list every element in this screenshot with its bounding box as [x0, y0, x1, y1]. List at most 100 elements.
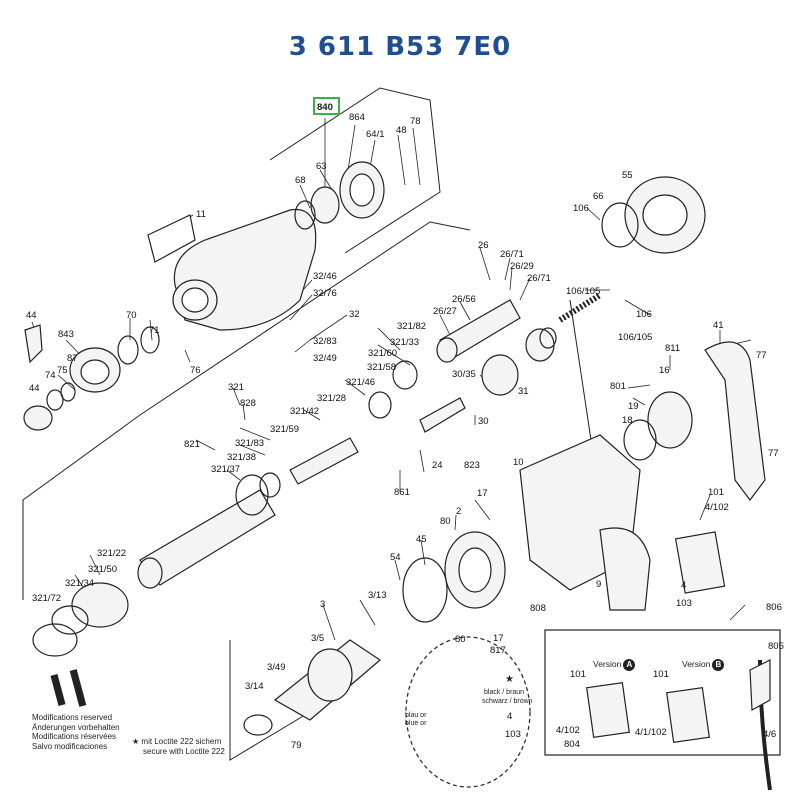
callout-3_14[interactable]: 3/14 [245, 681, 264, 692]
ring-321-37-part [235, 474, 269, 516]
callout-54[interactable]: 54 [390, 552, 401, 563]
callout-70[interactable]: 70 [126, 310, 137, 321]
callout-808[interactable]: 808 [530, 603, 546, 614]
callout-4_102b[interactable]: 4/102 [556, 725, 580, 736]
spring-106-part [558, 292, 602, 323]
callout-2[interactable]: 2 [456, 506, 462, 517]
callout-801[interactable]: 801 [610, 381, 626, 392]
callout-44b[interactable]: 44 [29, 383, 40, 394]
callout-828[interactable]: 828 [240, 398, 256, 409]
callout-17a[interactable]: 17 [477, 488, 488, 499]
callout-30[interactable]: 30 [478, 416, 489, 427]
callout-3_49[interactable]: 3/49 [267, 662, 286, 673]
callout-861[interactable]: 861 [394, 487, 410, 498]
callout-823[interactable]: 823 [464, 460, 480, 471]
callout-76[interactable]: 76 [190, 365, 201, 376]
callout-32_46[interactable]: 32/46 [313, 271, 337, 282]
callout-87[interactable]: 87 [67, 353, 78, 364]
callout-4_1_102[interactable]: 4/1/102 [635, 727, 667, 738]
callout-3_13[interactable]: 3/13 [368, 590, 387, 601]
callout-64_1[interactable]: 64/1 [366, 129, 385, 140]
callout-71[interactable]: 71 [149, 325, 160, 336]
callout-106_105a[interactable]: 106/105 [566, 286, 601, 297]
callout-321_34[interactable]: 321/34 [65, 578, 95, 589]
callout-321_59[interactable]: 321/59 [270, 424, 300, 435]
callout-843[interactable]: 843 [58, 329, 74, 340]
callout-10[interactable]: 10 [513, 457, 524, 468]
callout-103[interactable]: 103 [676, 598, 692, 609]
callout-45[interactable]: 45 [416, 534, 427, 545]
callout-3[interactable]: 3 [320, 599, 326, 610]
callout-63[interactable]: 63 [316, 161, 327, 172]
callout-3_5[interactable]: 3/5 [311, 633, 325, 644]
callout-4_6[interactable]: 4/6 [763, 729, 777, 740]
callout-26_71b[interactable]: 26/71 [527, 273, 551, 284]
callout-321_60[interactable]: 321/60 [368, 348, 398, 359]
callout-4[interactable]: 4 [681, 580, 687, 591]
callout-321_58[interactable]: 321/58 [367, 362, 397, 373]
tool-bit-part [50, 673, 66, 707]
callout-321[interactable]: 321 [228, 382, 244, 393]
callout-77b[interactable]: 77 [768, 448, 779, 459]
callout-26_71a[interactable]: 26/71 [500, 249, 524, 260]
callout-32[interactable]: 32 [349, 309, 360, 320]
callout-321_33[interactable]: 321/33 [390, 337, 420, 348]
callout-31[interactable]: 31 [518, 386, 529, 397]
callout-9[interactable]: 9 [596, 579, 602, 590]
callout-68[interactable]: 68 [295, 175, 306, 186]
callout-321_22[interactable]: 321/22 [97, 548, 127, 559]
callout-106_105b[interactable]: 106/105 [618, 332, 653, 343]
callout-106a[interactable]: 106 [573, 203, 589, 214]
callout-74[interactable]: 74 [45, 370, 56, 381]
callout-817[interactable]: 817 [490, 645, 506, 656]
callout-806[interactable]: 806 [766, 602, 782, 613]
callout-321_83[interactable]: 321/83 [235, 438, 265, 449]
callout-80a[interactable]: 80 [440, 516, 451, 527]
callout-321_42[interactable]: 321/42 [290, 406, 320, 417]
callout-101c[interactable]: 101 [653, 669, 669, 680]
callout-19[interactable]: 19 [628, 401, 639, 412]
callout-106b[interactable]: 106 [636, 309, 652, 320]
callout-804[interactable]: 804 [564, 739, 580, 750]
callout-32_83[interactable]: 32/83 [313, 336, 337, 347]
callout-79[interactable]: 79 [291, 740, 302, 751]
callout-4c[interactable]: 4 [507, 711, 513, 722]
callout-66[interactable]: 66 [593, 191, 604, 202]
callout-805[interactable]: 805 [768, 641, 784, 652]
callout-11[interactable]: 11 [196, 209, 206, 220]
callout-321_50[interactable]: 321/50 [88, 564, 118, 575]
callout-821[interactable]: 821 [184, 439, 200, 450]
callout-321_28[interactable]: 321/28 [317, 393, 347, 404]
callout-48[interactable]: 48 [396, 125, 407, 136]
callout-18[interactable]: 18 [622, 415, 633, 426]
callout-26_56[interactable]: 26/56 [452, 294, 476, 305]
callout-101[interactable]: 101 [708, 487, 724, 498]
callout-26_29[interactable]: 26/29 [510, 261, 534, 272]
callout-32_49[interactable]: 32/49 [313, 353, 337, 364]
callout-321_37[interactable]: 321/37 [211, 464, 241, 475]
callout-321_72[interactable]: 321/72 [32, 593, 62, 604]
callout-30_35[interactable]: 30/35 [452, 369, 476, 380]
callout-41[interactable]: 41 [713, 320, 724, 331]
callout-77a[interactable]: 77 [756, 350, 767, 361]
callout-26[interactable]: 26 [478, 240, 489, 251]
callout-26_27[interactable]: 26/27 [433, 306, 457, 317]
callout-103b[interactable]: 103 [505, 729, 521, 740]
callout-78[interactable]: 78 [410, 116, 421, 127]
callout-80b[interactable]: 80 [455, 634, 466, 645]
callout-44a[interactable]: 44 [26, 310, 37, 321]
callout-24[interactable]: 24 [432, 460, 443, 471]
callout-321_38[interactable]: 321/38 [227, 452, 257, 463]
callout-321_82[interactable]: 321/82 [397, 321, 427, 332]
callout-4_102[interactable]: 4/102 [705, 502, 729, 513]
callout-321_46[interactable]: 321/46 [346, 377, 376, 388]
callout-17b[interactable]: 17 [493, 633, 504, 644]
highlighted-part-840[interactable]: 840 [313, 97, 340, 115]
callout-16[interactable]: 16 [659, 365, 670, 376]
callout-75[interactable]: 75 [57, 365, 68, 376]
callout-864[interactable]: 864 [349, 112, 365, 123]
callout-32_76[interactable]: 32/76 [313, 288, 337, 299]
callout-55[interactable]: 55 [622, 170, 633, 181]
callout-101b[interactable]: 101 [570, 669, 586, 680]
callout-811[interactable]: 811 [665, 343, 681, 354]
